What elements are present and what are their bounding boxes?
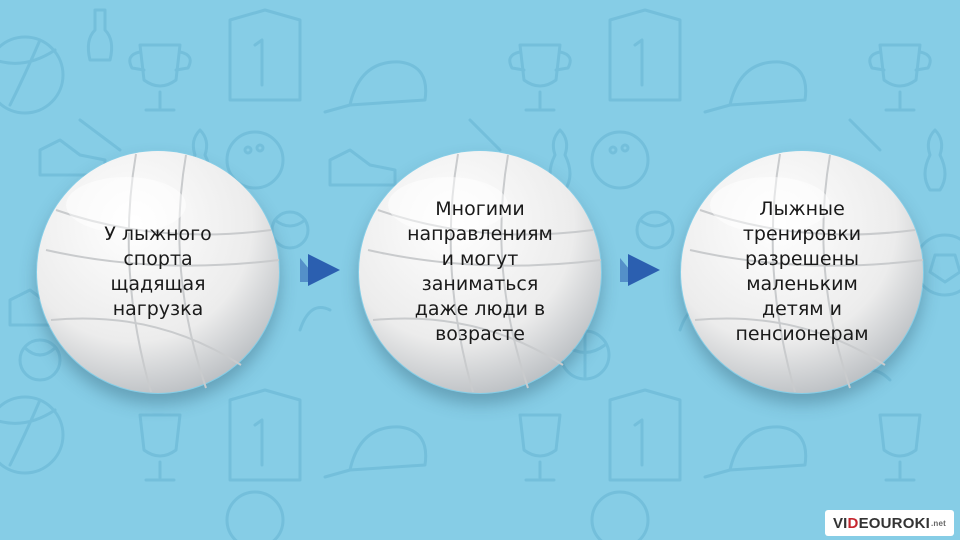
step-2-ball: Многими направлениям и могут заниматься …	[358, 150, 602, 394]
step-1-line: У лыжного	[104, 223, 212, 245]
step-3-line: Лыжные	[759, 198, 845, 220]
logo-accent: D	[847, 514, 859, 532]
step-2-line: возрасте	[435, 323, 525, 345]
volleyball-icon	[359, 151, 602, 393]
step-3-text: Лыжные тренировки разрешены маленьким де…	[712, 150, 892, 394]
step-1-ball: У лыжного спорта щадящая нагрузка	[36, 150, 280, 394]
arrow-right-icon	[620, 254, 660, 286]
logo-suffix: .net	[930, 518, 946, 528]
step-3-ball: Лыжные тренировки разрешены маленьким де…	[680, 150, 924, 394]
step-1-line: щадящая	[110, 273, 206, 295]
step-1-text: У лыжного спорта щадящая нагрузка	[68, 150, 248, 394]
step-2-text: Многими направлениям и могут заниматься …	[390, 150, 570, 394]
volleyball-icon	[37, 151, 280, 393]
logo-prefix: VI	[832, 514, 848, 532]
step-2-line: направлениям	[407, 223, 553, 245]
step-3-line: пенсионерам	[735, 323, 869, 345]
step-2-line: заниматься	[421, 273, 539, 295]
step-2-line: и могут	[441, 248, 519, 270]
arrow-right-icon	[300, 254, 340, 286]
step-3-line: детям и	[761, 298, 843, 320]
step-1-line: нагрузка	[112, 298, 204, 320]
logo-rest: EOUROKI	[858, 514, 930, 532]
step-3-line: разрешены	[744, 248, 860, 270]
volleyball-icon	[681, 151, 924, 393]
step-3-line: тренировки	[742, 223, 862, 245]
step-3-line: маленьким	[746, 273, 858, 295]
step-2-line: даже люди в	[414, 298, 546, 320]
step-2-line: Многими	[435, 198, 525, 220]
step-1-line: спорта	[123, 248, 193, 270]
